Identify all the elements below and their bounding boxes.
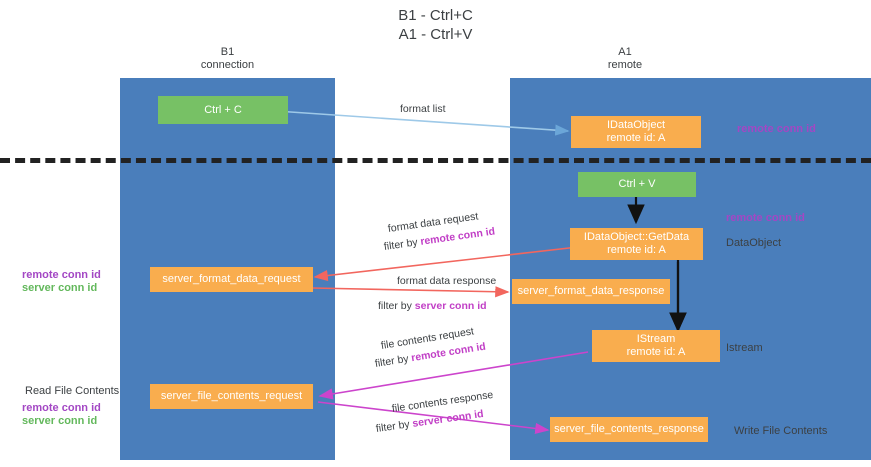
node-istream[interactable]: IStream remote id: A bbox=[592, 330, 720, 362]
annotation-write-file-contents: Write File Contents bbox=[734, 425, 828, 437]
node-idataobject-getdata[interactable]: IDataObject::GetData remote id: A bbox=[570, 228, 703, 260]
edge-label-format-list: format list bbox=[400, 103, 446, 115]
node-idataobject-top[interactable]: IDataObject remote id: A bbox=[571, 116, 701, 148]
column-header-a1-name: A1 bbox=[618, 46, 632, 58]
edge-format-data-response bbox=[311, 286, 510, 298]
column-header-b1-name: B1 bbox=[220, 46, 235, 58]
node-istream-line1: IStream bbox=[636, 333, 676, 345]
filter-prefix: filter by bbox=[375, 417, 414, 435]
column-header-a1-sub: remote bbox=[607, 59, 643, 71]
node-ctrl-c[interactable]: Ctrl + C bbox=[158, 96, 288, 124]
title-line-1: B1 - Ctrl+C bbox=[398, 7, 473, 24]
edge-label-format-data-response-filter: filter by server conn id bbox=[378, 299, 487, 313]
filter-prefix: filter by bbox=[383, 235, 422, 253]
annotation-remote-conn-id-top: remote conn id bbox=[737, 123, 816, 135]
node-idataobject-top-line1: IDataObject bbox=[606, 119, 666, 131]
node-ctrl-c-label: Ctrl + C bbox=[204, 103, 242, 116]
annotation-istream: Istream bbox=[726, 342, 763, 354]
node-server-format-data-response[interactable]: server_format_data_response bbox=[512, 279, 670, 304]
node-server-format-data-request[interactable]: server_format_data_request bbox=[150, 267, 313, 292]
page-title: B1 - Ctrl+C A1 - Ctrl+V bbox=[0, 6, 871, 44]
column-header-a1: A1 remote bbox=[510, 46, 740, 72]
node-server-file-contents-response-label: server_file_contents_response bbox=[554, 423, 704, 435]
edge-label-format-data-response: format data response bbox=[397, 275, 497, 287]
column-header-b1-sub: connection bbox=[200, 59, 255, 71]
node-server-file-contents-request[interactable]: server_file_contents_request bbox=[150, 384, 313, 409]
node-ctrl-v-label: Ctrl + V bbox=[618, 178, 656, 190]
column-header-b1: B1 connection bbox=[120, 46, 335, 72]
node-istream-line2: remote id: A bbox=[626, 346, 686, 358]
filter-prefix: filter by bbox=[378, 300, 415, 312]
node-ctrl-v[interactable]: Ctrl + V bbox=[578, 172, 696, 197]
node-idataobject-top-line2: remote id: A bbox=[606, 132, 666, 144]
annotation-left-remote-conn-id-2: remote conn id bbox=[22, 402, 101, 414]
annotation-read-file-contents: Read File Contents bbox=[25, 385, 120, 397]
annotation-dataobject: DataObject bbox=[726, 237, 782, 249]
filter-value: server conn id bbox=[414, 300, 487, 312]
node-server-format-data-request-label: server_format_data_request bbox=[162, 273, 301, 285]
annotation-remote-conn-id-dataobject: remote conn id bbox=[726, 212, 805, 224]
filter-prefix: filter by bbox=[374, 352, 413, 370]
node-server-format-data-response-label: server_format_data_response bbox=[517, 285, 665, 297]
annotation-left-server-conn-id-2: server conn id bbox=[22, 415, 98, 427]
node-server-file-contents-request-label: server_file_contents_request bbox=[160, 390, 303, 402]
section-divider bbox=[0, 158, 871, 163]
node-idataobject-getdata-line2: remote id: A bbox=[607, 244, 666, 256]
node-idataobject-getdata-line1: IDataObject::GetData bbox=[583, 231, 690, 243]
node-server-file-contents-response[interactable]: server_file_contents_response bbox=[550, 417, 708, 442]
annotation-left-server-conn-id-1: server conn id bbox=[22, 282, 98, 294]
title-line-2: A1 - Ctrl+V bbox=[398, 26, 473, 43]
annotation-left-remote-conn-id-1: remote conn id bbox=[22, 269, 101, 281]
